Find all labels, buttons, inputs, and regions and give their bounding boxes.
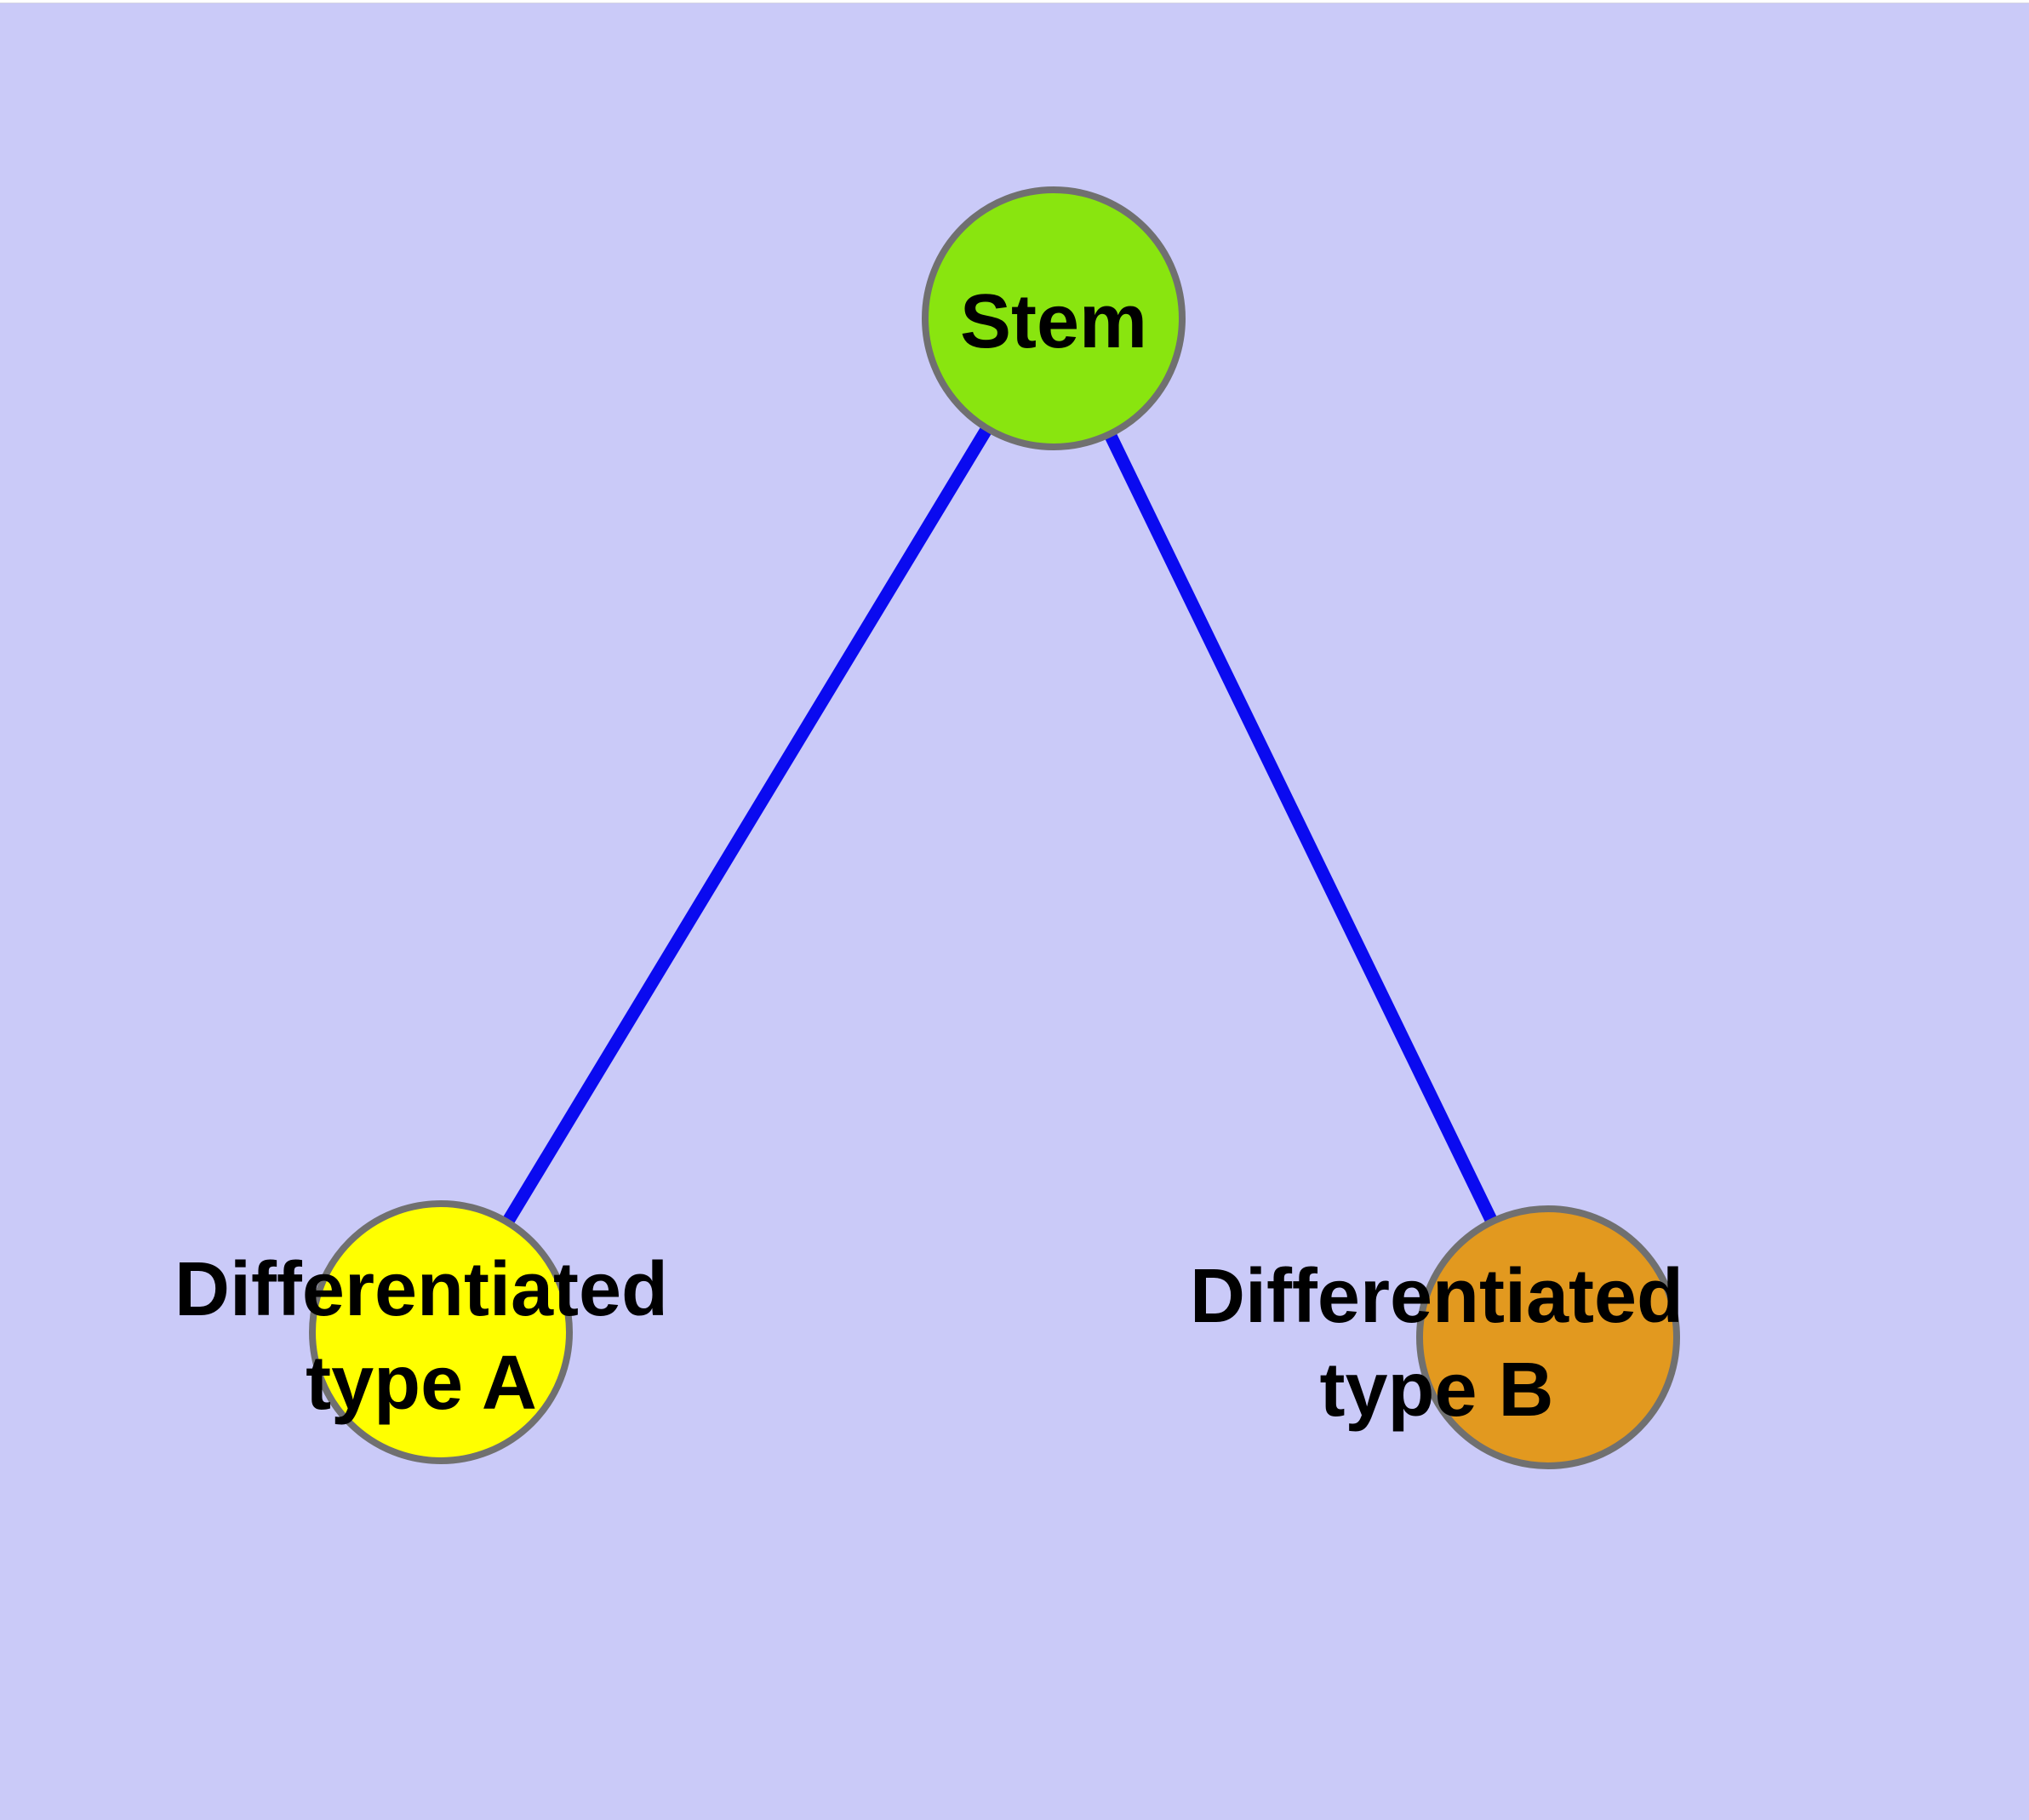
node-type-a-circle <box>309 1200 573 1464</box>
node-type-a-label-line2: type A <box>306 1341 537 1426</box>
edge-stem-to-type-b <box>1048 315 1554 1341</box>
node-type-a-label-line1: Differentiated <box>174 1247 668 1332</box>
node-type-b-circle <box>1416 1205 1680 1469</box>
node-stem-label: Stem <box>960 279 1147 364</box>
top-edge-strip <box>0 0 2029 3</box>
node-stem-circle <box>922 186 1186 450</box>
edge-stem-to-type-a <box>435 315 1060 1336</box>
node-type-b-label-line1: Differentiated <box>1190 1254 1683 1339</box>
node-type-b-label-line2: type B <box>1319 1348 1553 1433</box>
